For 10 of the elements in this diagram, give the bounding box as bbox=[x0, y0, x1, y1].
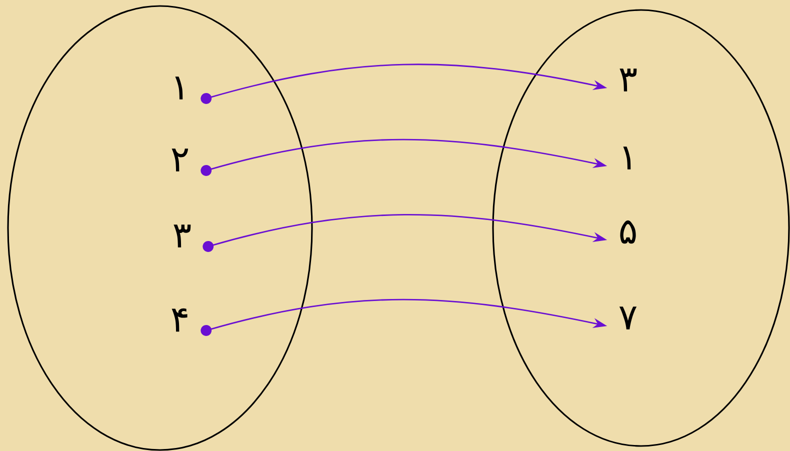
element-label: ۳ bbox=[620, 68, 637, 92]
element-label: ۷ bbox=[619, 306, 637, 330]
set-ellipse bbox=[492, 9, 790, 447]
element-label: ۲ bbox=[172, 148, 188, 172]
set-ellipse bbox=[7, 5, 313, 451]
element-label: ۱ bbox=[175, 76, 183, 100]
element-label: ۵ bbox=[620, 220, 636, 244]
element-label: ۴ bbox=[172, 308, 188, 332]
element-label: ۳ bbox=[174, 224, 191, 248]
element-label: ۱ bbox=[623, 146, 631, 170]
